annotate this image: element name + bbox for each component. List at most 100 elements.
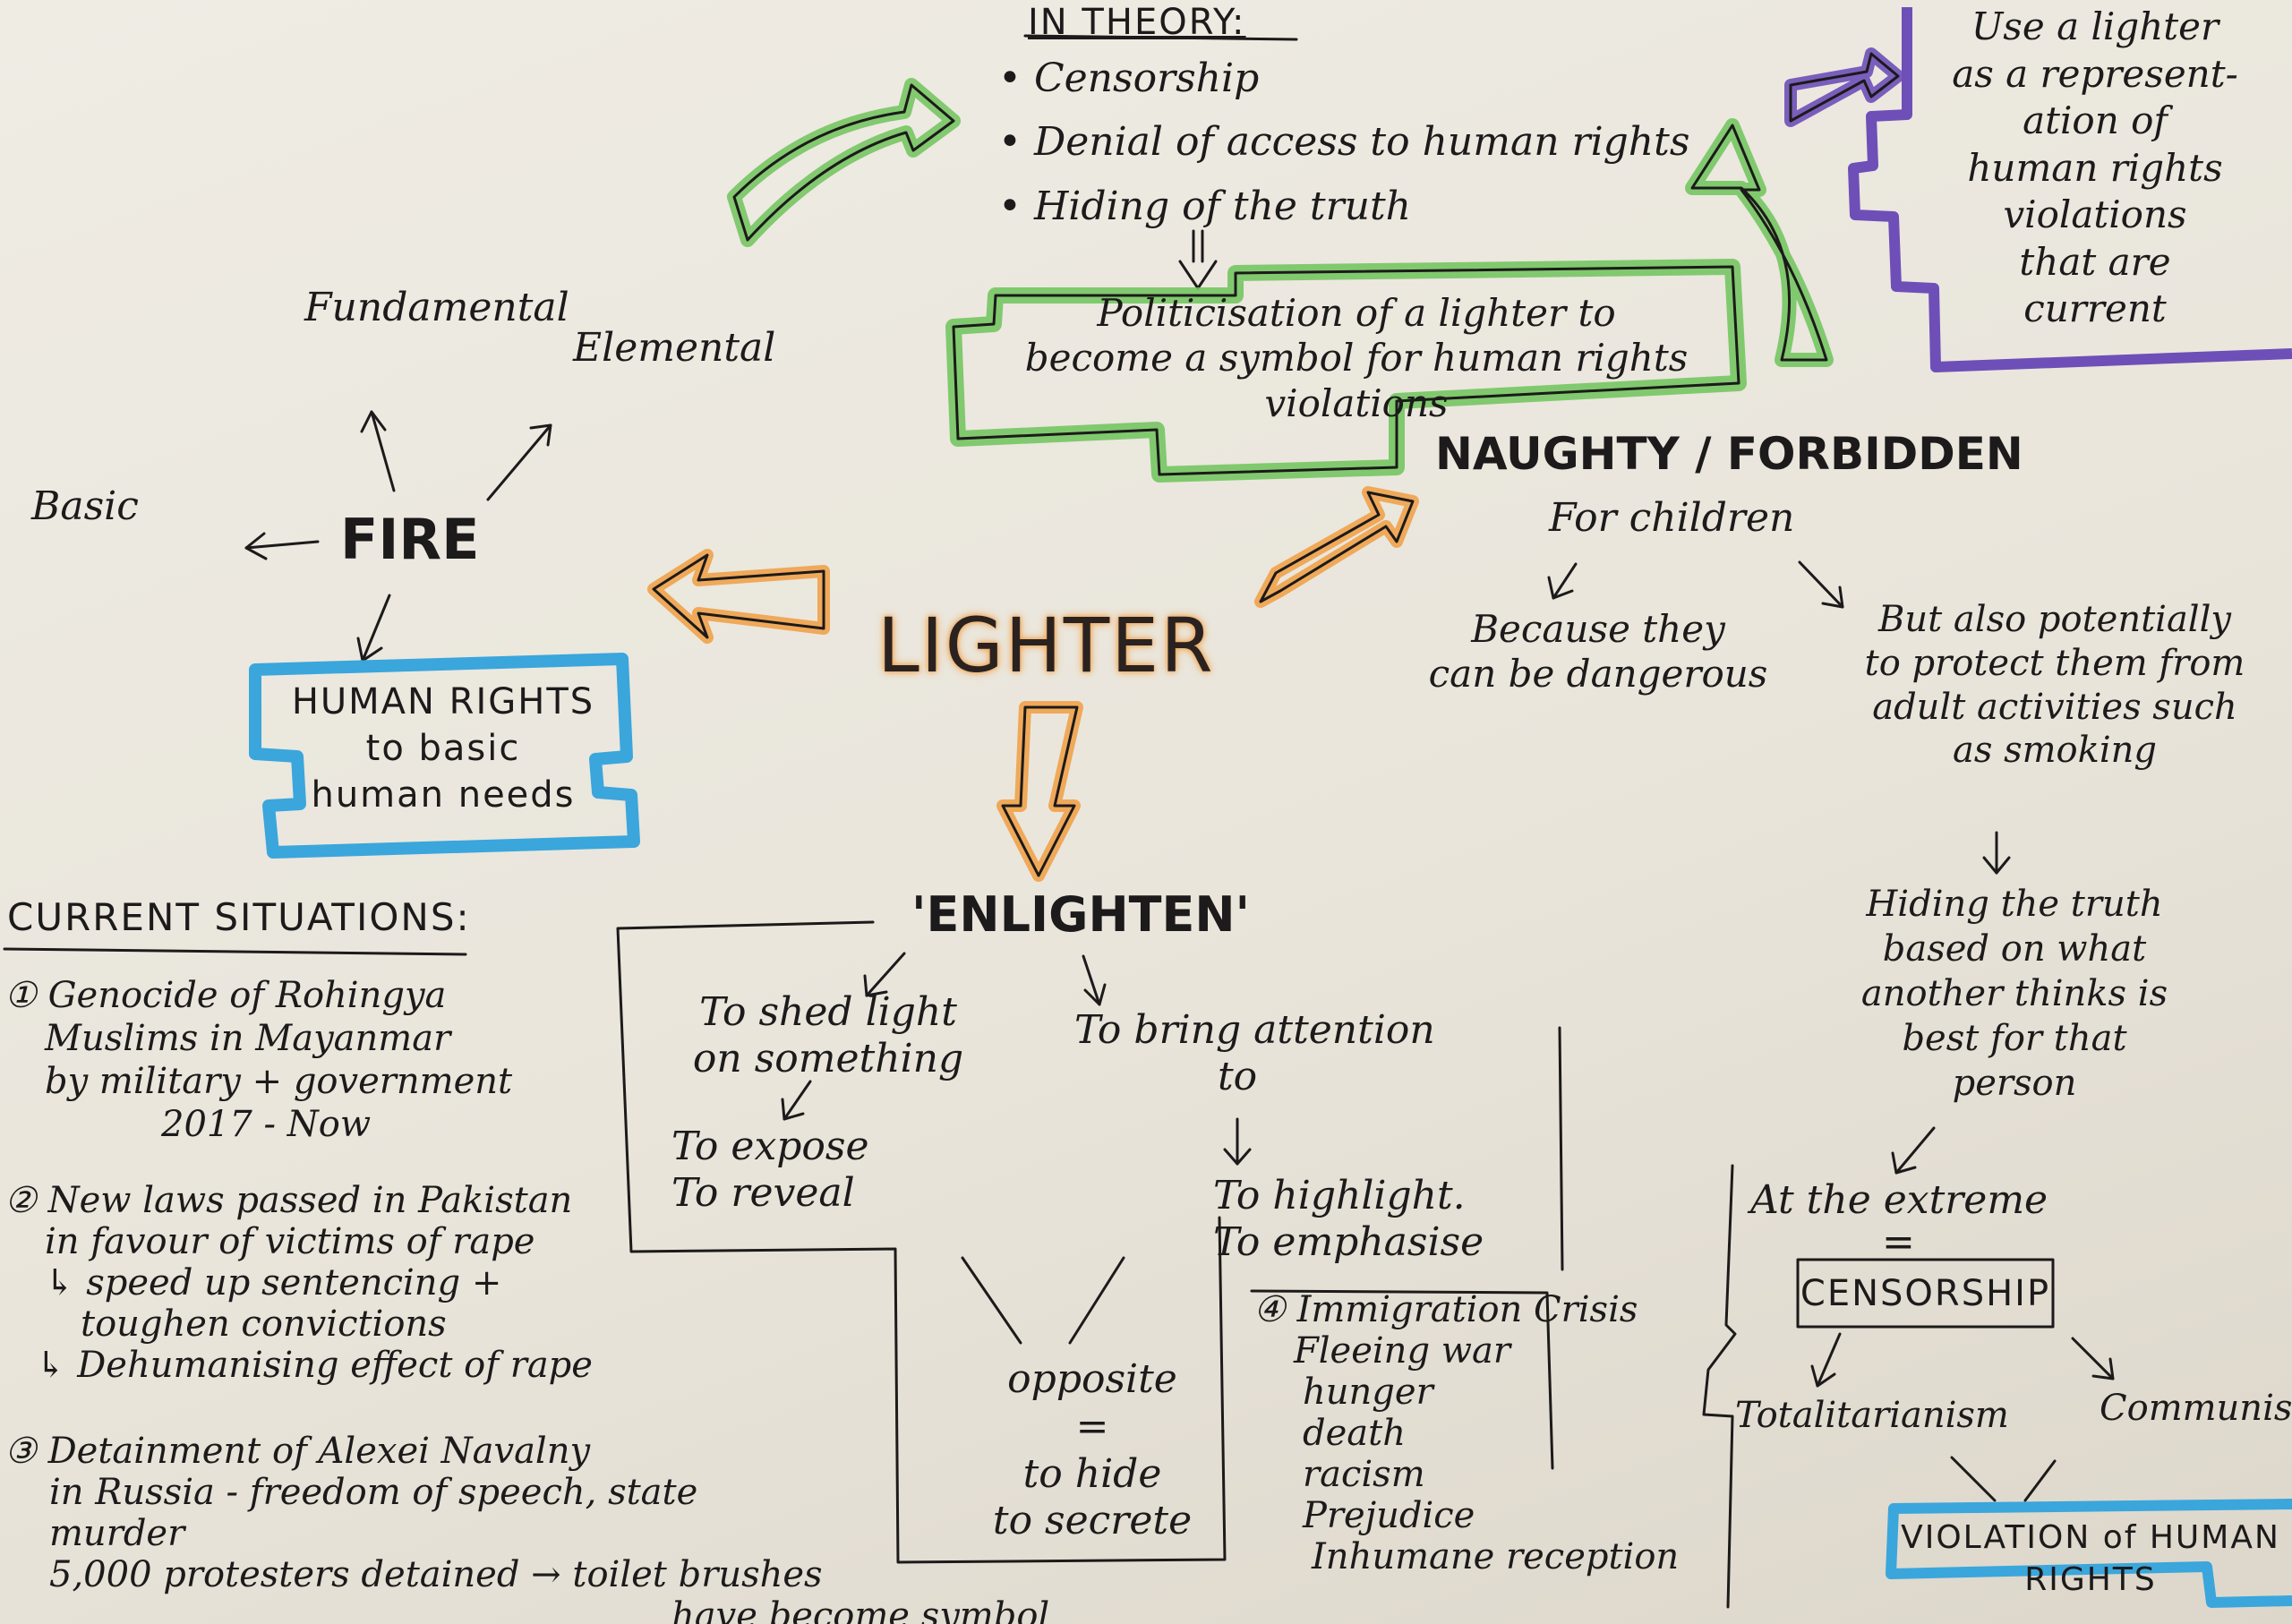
human-rights-line: to basic (365, 728, 521, 769)
arrow-to-totalitarianism (1810, 1332, 1842, 1388)
current-item-line: have become symbol (671, 1595, 1050, 1624)
purple-note-line: as a represent- (1952, 51, 2238, 96)
attention-line: To bring attention (1074, 1007, 1435, 1053)
opposite-line: opposite (1007, 1356, 1177, 1402)
current-item-line: in favour of victims of rape (45, 1221, 535, 1262)
fire-label: FIRE (340, 507, 480, 572)
current-item-line: ② New laws passed in Pakistan (4, 1180, 573, 1221)
human-rights-text: HUMAN RIGHTS to basic human needs (260, 679, 627, 818)
human-rights-line: HUMAN RIGHTS (291, 681, 595, 722)
totalitarianism-label: Totalitarianism (1735, 1395, 2009, 1436)
politicisation-line: violations (1264, 380, 1449, 425)
orange-arrow-to-fire (647, 549, 830, 644)
current-item-line: death (1303, 1413, 1406, 1454)
current-situations-frame (1250, 1289, 1554, 1470)
theory-item: • Denial of access to human rights (998, 119, 1690, 166)
orange-arrow-to-forbidden (1254, 486, 1419, 608)
forbidden-title: NAUGHTY / FORBIDDEN (1435, 428, 2023, 480)
hiding-text: Hiding the truth based on what another t… (1826, 882, 2202, 1106)
current-item-line: ③ Detainment of Alexei Navalny (4, 1431, 591, 1472)
current-item-line: racism (1303, 1454, 1425, 1495)
current-item-line: toughen convictions (81, 1303, 447, 1345)
attention-text: To bring attention to (1074, 1007, 1435, 1100)
arrow-to-expose (781, 1080, 812, 1121)
current-item-line: ① Genocide of Rohingya (4, 975, 447, 1016)
extreme-equals: = (1882, 1219, 1917, 1265)
current-item-line: Prejudice (1303, 1495, 1475, 1536)
extreme-text: At the extreme (1750, 1177, 2048, 1223)
but-also-line: to protect them from (1864, 642, 2245, 684)
violation-text: VIOLATION of HUMAN RIGHTS (1889, 1517, 2292, 1602)
green-arrow-to-purple (1685, 118, 1834, 367)
arrow-to-hiding (1982, 831, 2011, 875)
theory-list: • Censorship • Denial of access to human… (998, 47, 1689, 238)
arrow-to-attention (1082, 954, 1107, 1006)
purple-note-line: Use a lighter (1971, 4, 2219, 48)
purple-note-line: human rights (1967, 145, 2223, 190)
forbidden-subtitle: For children (1549, 495, 1795, 541)
orange-arrow-to-enlighten (996, 701, 1083, 882)
current-item-line: hunger (1303, 1372, 1433, 1413)
arrow-to-communism (2071, 1337, 2115, 1380)
politicisation-line: become a symbol for human rights (1024, 336, 1689, 380)
but-also-line: But also potentially (1877, 599, 2231, 640)
highlight-line: To emphasise (1213, 1218, 1484, 1265)
but-also-line: as smoking (1952, 730, 2158, 772)
current-item-line: ↳ Dehumanising effect of rape (36, 1345, 593, 1386)
expose-line: To reveal (671, 1169, 855, 1216)
basic-label: Basic (31, 483, 139, 529)
arrow-to-extreme (1891, 1126, 1936, 1175)
current-item-1: ① Genocide of Rohingya Muslims in Mayanm… (4, 974, 512, 1146)
current-item-line: murder (49, 1513, 185, 1554)
current-item-2: ② New laws passed in Pakistan in favour … (4, 1180, 593, 1386)
shed-light-text: To shed light on something (658, 989, 998, 1082)
current-item-line: in Russia - freedom of speech, state (49, 1472, 698, 1513)
current-item-line: 2017 - Now (161, 1104, 372, 1145)
theory-item: • Censorship (998, 56, 1260, 101)
lines-to-opposite (961, 1256, 1125, 1345)
politicisation-line: Politicisation of a lighter to (1097, 291, 1616, 335)
purple-note-text: Use a lighter as a represent- ation of h… (1898, 4, 2292, 333)
current-item-3: ③ Detainment of Alexei Navalny in Russia… (4, 1431, 1049, 1624)
opposite-line: = (1075, 1403, 1109, 1449)
arrow-theory-to-politicisation (1178, 229, 1218, 290)
politicisation-box (945, 259, 1747, 483)
current-item-line: Fleeing war (1294, 1330, 1510, 1372)
current-item-line: 5,000 protesters detained → toilet brush… (49, 1554, 823, 1595)
hiding-line: Hiding the truth (1866, 884, 2163, 925)
current-item-line: by military + government (45, 1061, 513, 1102)
expose-line: To expose (671, 1124, 869, 1169)
purple-note-line: ation of (2023, 98, 2168, 142)
censorship-label: CENSORSHIP (1800, 1273, 2051, 1314)
politicisation-text: Politicisation of a lighter to become a … (980, 291, 1732, 426)
censorship-box (1796, 1258, 2055, 1329)
human-rights-box (249, 653, 640, 859)
arrow-to-human-rights (356, 594, 391, 662)
arrow-to-basic (244, 532, 320, 560)
arrow-to-elemental (486, 423, 552, 501)
current-item-line: Muslims in Mayanmar (45, 1018, 451, 1059)
expose-text: To expose To reveal (671, 1124, 869, 1217)
but-also-line: adult activities such (1872, 686, 2237, 728)
because-line: can be dangerous (1428, 651, 1768, 696)
opposite-line: to hide (1022, 1450, 1162, 1497)
current-heading: CURRENT SITUATIONS: (7, 895, 471, 939)
highlight-text: To highlight. To emphasise (1213, 1173, 1484, 1266)
attention-line: to (1218, 1053, 1258, 1099)
opposite-line: to secrete (992, 1498, 1193, 1544)
center-lighter: LIGHTER (877, 602, 1215, 689)
hiding-line: another thinks is (1860, 973, 2168, 1014)
violation-line: RIGHTS (2024, 1560, 2157, 1598)
lines-to-violation (1950, 1456, 2057, 1502)
enlighten-frame (616, 920, 1227, 1564)
shed-light-line: on something (692, 1035, 964, 1081)
arrow-to-fundamental (360, 410, 396, 492)
because-line: Because they (1471, 607, 1725, 651)
current-item-4: ④ Immigration Crisis Fleeing war hunger … (1253, 1289, 1679, 1577)
current-item-line: ④ Immigration Crisis (1253, 1289, 1638, 1330)
highlight-line: To highlight. (1213, 1173, 1466, 1218)
current-item-line: Inhumane reception (1312, 1536, 1680, 1577)
elemental-label: Elemental (573, 325, 776, 371)
